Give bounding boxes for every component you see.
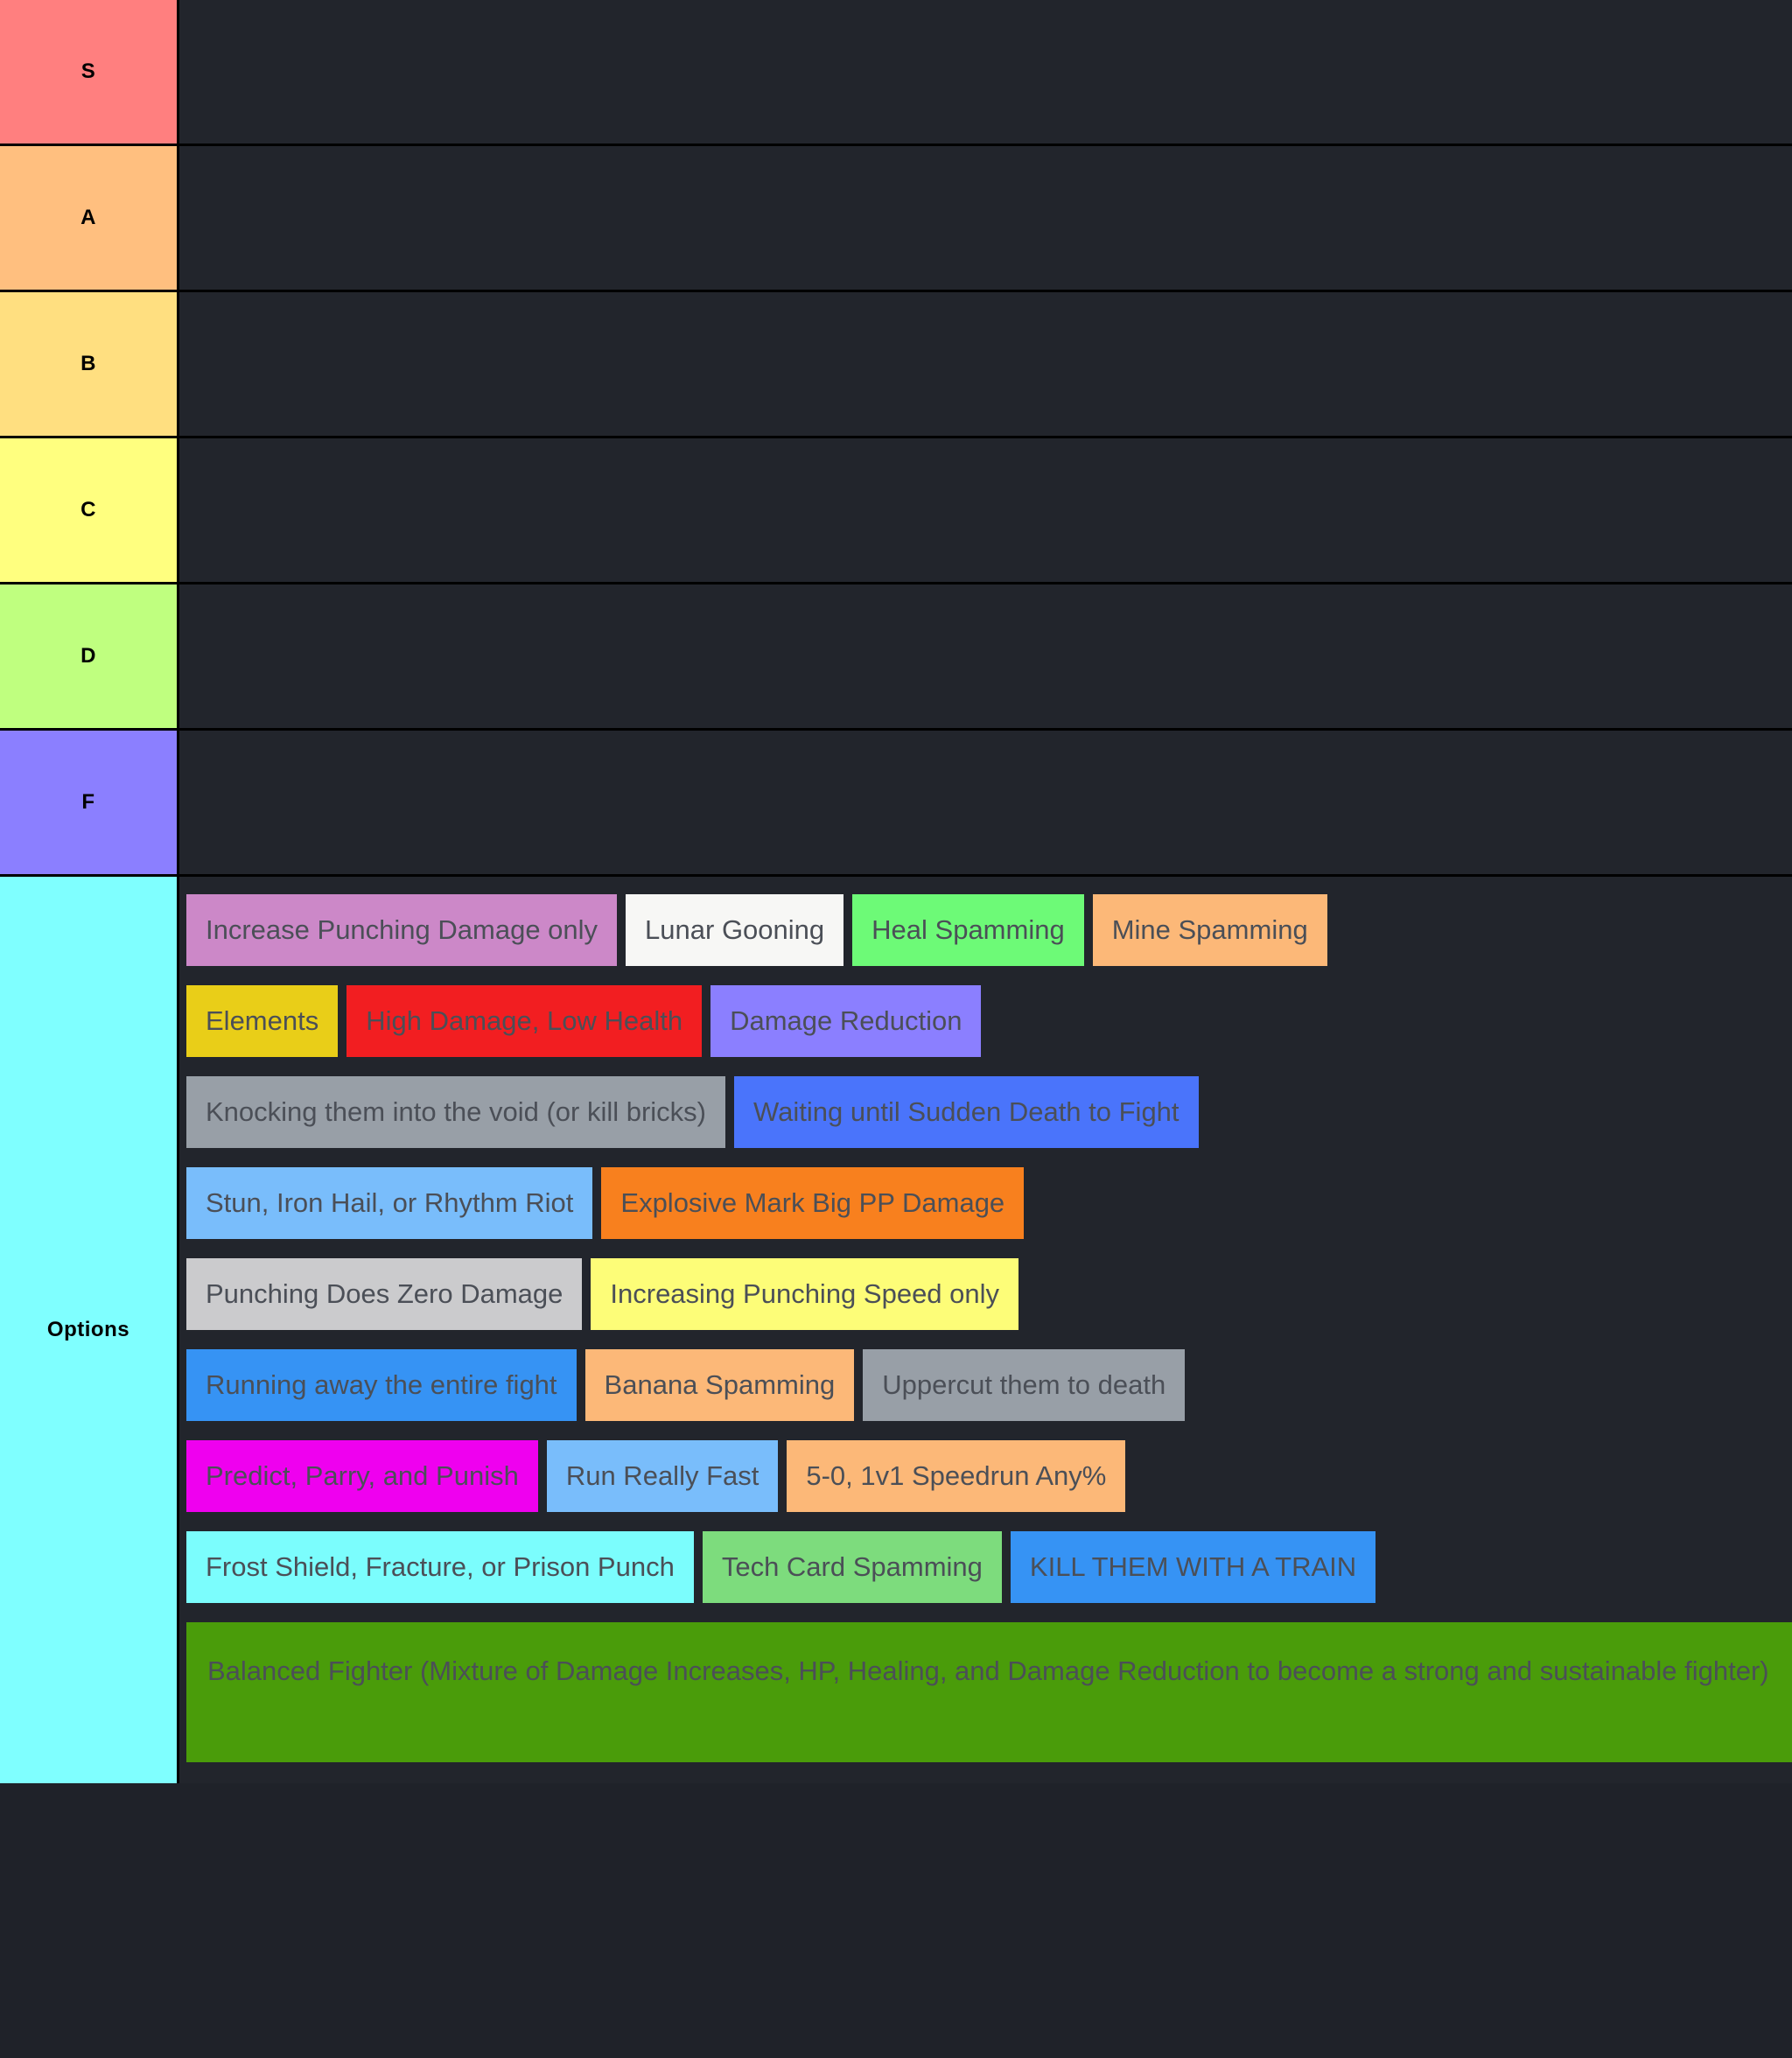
option-tile[interactable]: Frost Shield, Fracture, or Prison Punch [186, 1531, 694, 1603]
option-tile[interactable]: Increasing Punching Speed only [591, 1258, 1019, 1330]
tier-row-d: D [0, 584, 1792, 728]
tier-label-c[interactable]: C [0, 438, 177, 582]
option-tile[interactable]: Damage Reduction [710, 985, 982, 1057]
tier-label-a[interactable]: A [0, 146, 177, 290]
option-tile[interactable]: High Damage, Low Health [346, 985, 703, 1057]
option-tile[interactable]: Heal Spamming [852, 894, 1084, 966]
option-tile[interactable]: Predict, Parry, and Punish [186, 1440, 538, 1512]
option-tile[interactable]: Lunar Gooning [626, 894, 844, 966]
option-tile[interactable]: Punching Does Zero Damage [186, 1258, 583, 1330]
tier-dropzone-b[interactable] [179, 292, 1792, 436]
option-tile[interactable]: Mine Spamming [1092, 894, 1327, 966]
tier-label-d[interactable]: D [0, 584, 177, 728]
tier-row-c: C [0, 438, 1792, 582]
tier-dropzone-c[interactable] [179, 438, 1792, 582]
option-tile-row: Knocking them into the void (or kill bri… [179, 1076, 1792, 1148]
tier-row-f: F [0, 731, 1792, 874]
tier-label-b[interactable]: B [0, 292, 177, 436]
option-tile[interactable]: Balanced Fighter (Mixture of Damage Incr… [186, 1622, 1792, 1762]
option-tile[interactable]: Banana Spamming [584, 1349, 855, 1421]
tier-dropzone-d[interactable] [179, 584, 1792, 728]
tier-row-b: B [0, 292, 1792, 436]
tier-dropzone-s[interactable] [179, 0, 1792, 144]
tier-row-a: A [0, 146, 1792, 290]
tier-dropzone-a[interactable] [179, 146, 1792, 290]
tier-row-s: S [0, 0, 1792, 144]
option-tile[interactable]: Increase Punching Damage only [186, 894, 618, 966]
option-tile[interactable]: Waiting until Sudden Death to Fight [734, 1076, 1199, 1148]
option-tile-row: Balanced Fighter (Mixture of Damage Incr… [179, 1622, 1792, 1762]
option-tile[interactable]: Running away the entire fight [186, 1349, 577, 1421]
tier-dropzone-f[interactable] [179, 731, 1792, 874]
option-tile[interactable]: Stun, Iron Hail, or Rhythm Riot [186, 1167, 593, 1239]
option-tile[interactable]: 5-0, 1v1 Speedrun Any% [787, 1440, 1126, 1512]
option-tile[interactable]: Explosive Mark Big PP Damage [601, 1167, 1025, 1239]
tier-label-f[interactable]: F [0, 731, 177, 874]
tier-label-options[interactable]: Options [0, 877, 177, 1783]
option-tile[interactable]: Tech Card Spamming [702, 1531, 1002, 1603]
option-tile[interactable]: Knocking them into the void (or kill bri… [186, 1076, 726, 1148]
option-tile[interactable]: Elements [186, 985, 339, 1057]
option-tile[interactable]: Uppercut them to death [863, 1349, 1186, 1421]
tier-label-s[interactable]: S [0, 0, 177, 144]
option-tile[interactable]: KILL THEM WITH A TRAIN [1010, 1531, 1376, 1603]
option-tile[interactable]: Run Really Fast [546, 1440, 779, 1512]
